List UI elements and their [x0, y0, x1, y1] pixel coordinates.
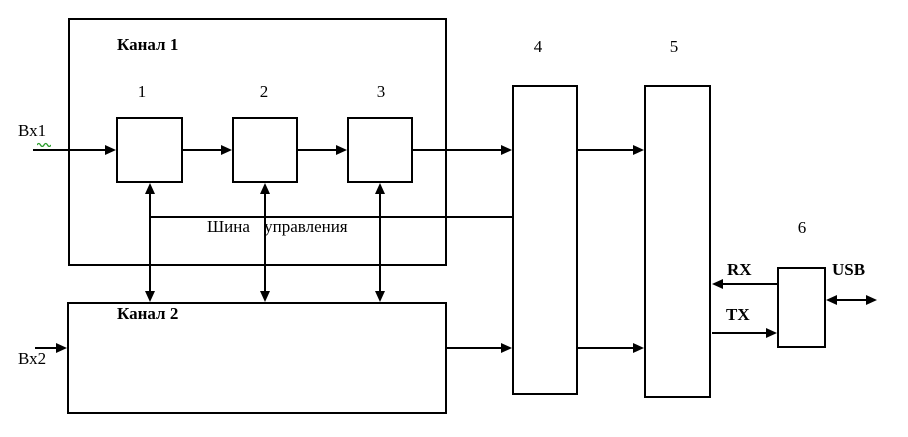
input1-label: Вх1 — [18, 121, 47, 140]
arrow-channel2-block4-head — [501, 343, 512, 353]
tx-label: TX — [726, 305, 750, 324]
input1-line — [33, 149, 106, 151]
block6-box — [777, 267, 826, 348]
channel2-box — [67, 302, 447, 414]
block2-label: 2 — [259, 82, 269, 101]
block2-box — [232, 117, 298, 183]
arrow-channel2-block4-line — [447, 347, 502, 349]
arrow-block2-block3-head — [336, 145, 347, 155]
busarrow2-up-head — [260, 183, 270, 194]
usb-left-arrowhead — [826, 295, 837, 305]
arrow-block4-block5-bottom-line — [578, 347, 634, 349]
control-bus-line — [150, 216, 513, 218]
busarrow3-line — [379, 192, 381, 292]
arrow-block3-block4-head — [501, 145, 512, 155]
input2-arrowhead — [56, 343, 67, 353]
arrow-block4-block5-top-head — [633, 145, 644, 155]
rx-line — [722, 283, 777, 285]
block1-label: 1 — [137, 82, 147, 101]
usb-label: USB — [832, 260, 866, 279]
block5-box — [644, 85, 711, 398]
tx-arrowhead — [766, 328, 777, 338]
busarrow1-down-head — [145, 291, 155, 302]
input1-arrowhead — [105, 145, 116, 155]
block4-box — [512, 85, 578, 395]
arrow-block4-block5-top-line — [578, 149, 634, 151]
busarrow2-line — [264, 192, 266, 292]
input2-line — [35, 347, 58, 349]
channel2-label: Канал 2 — [117, 304, 179, 323]
arrow-block3-block4-line — [413, 149, 502, 151]
block4-label: 4 — [533, 37, 543, 56]
rx-label: RX — [727, 260, 752, 279]
usb-right-arrowhead — [866, 295, 877, 305]
block1-box — [116, 117, 183, 183]
busarrow2-down-head — [260, 291, 270, 302]
block5-label: 5 — [669, 37, 679, 56]
usb-line — [836, 299, 867, 301]
busarrow1-up-head — [145, 183, 155, 194]
busarrow3-down-head — [375, 291, 385, 302]
tx-line — [712, 332, 767, 334]
arrow-block2-block3-line — [298, 149, 337, 151]
arrow-block4-block5-bottom-head — [633, 343, 644, 353]
block3-label: 3 — [376, 82, 386, 101]
busarrow1-line — [149, 192, 151, 292]
rx-arrowhead — [712, 279, 723, 289]
control-bus-label: Шина управления — [207, 217, 348, 236]
block3-box — [347, 117, 413, 183]
arrow-block1-block2-line — [183, 149, 222, 151]
input2-label: Вх2 — [18, 349, 47, 368]
arrow-block1-block2-head — [221, 145, 232, 155]
channel1-label: Канал 1 — [117, 35, 179, 54]
busarrow3-up-head — [375, 183, 385, 194]
block6-label: 6 — [797, 218, 807, 237]
spellcheck-squiggle — [37, 142, 51, 147]
